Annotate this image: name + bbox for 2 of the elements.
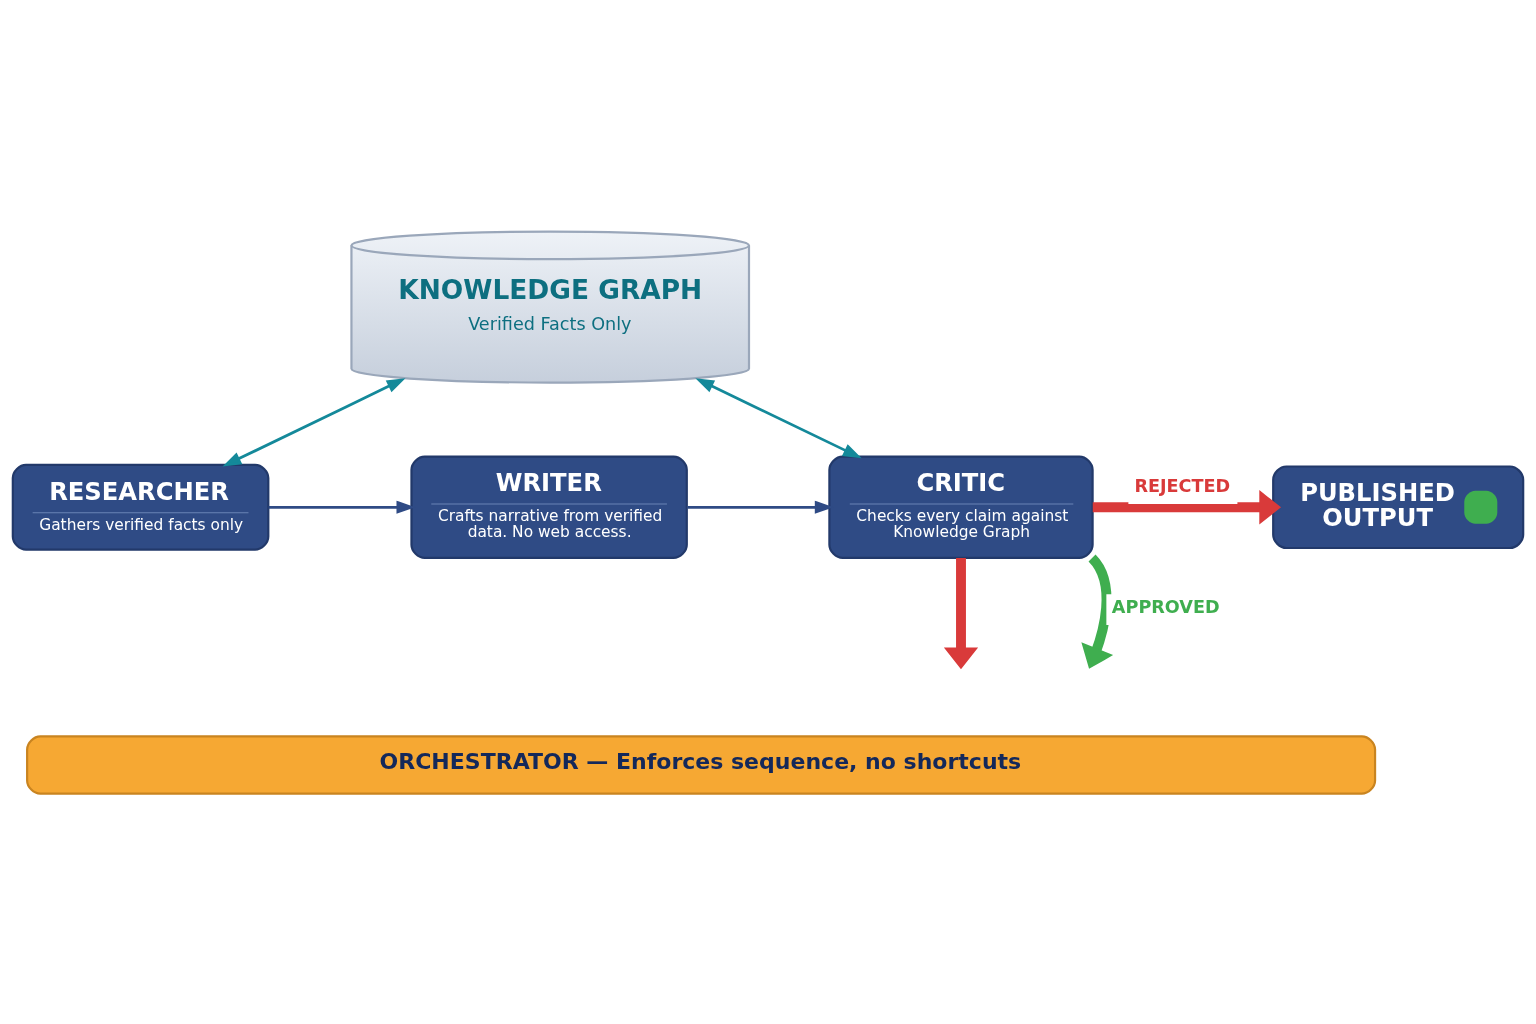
edge-label: APPROVED (1111, 596, 1220, 617)
edge-label: REJECTED (1134, 475, 1231, 496)
